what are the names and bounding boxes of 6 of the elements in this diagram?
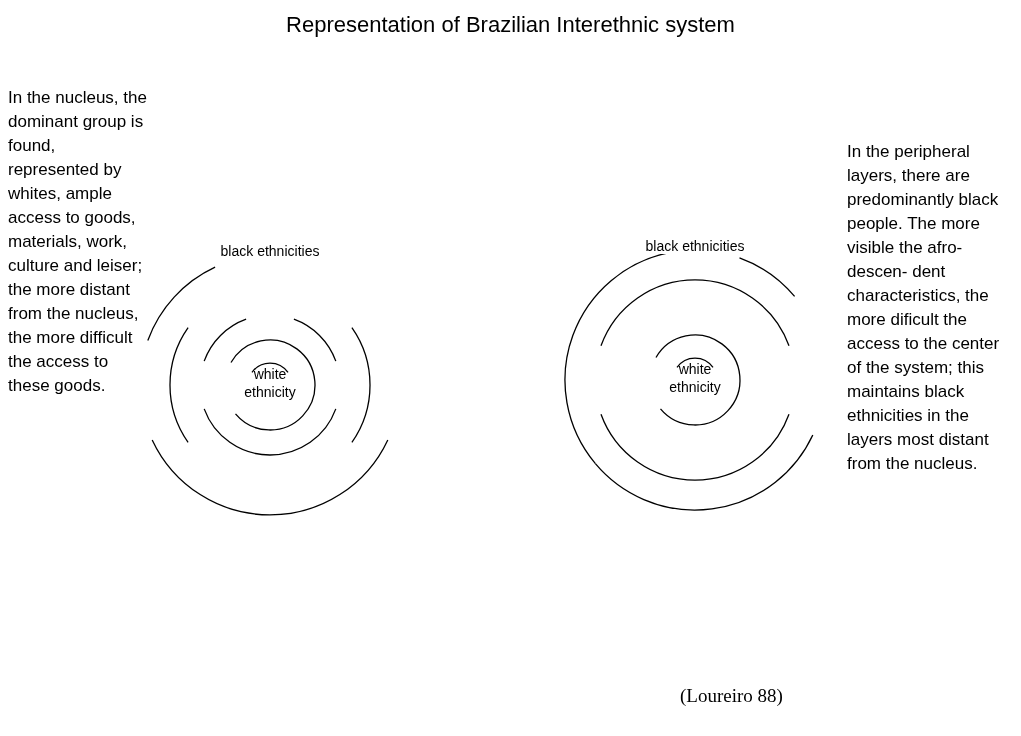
citation: (Loureiro 88) (680, 684, 783, 708)
description-text: In the nucleus, the dominant group is found, represented by whites, ample access to goods, materials, work, culture and leiser; the more distant from the nucleus, the more difficult the access to these goods. (8, 87, 148, 397)
description-text: In the peripheral layers, there are predominantly black people. The more visible the afro-descen- dent characteristics, the more dificult the access to the center of the system; this maintains black ethnicities in the layers most distant from the nucleus. (847, 141, 1001, 475)
nucleus-label: white ethnicity (243, 365, 297, 401)
nucleus-label: white ethnicity (668, 360, 722, 396)
title: Representation of Brazilian Interethnic system (285, 12, 736, 38)
